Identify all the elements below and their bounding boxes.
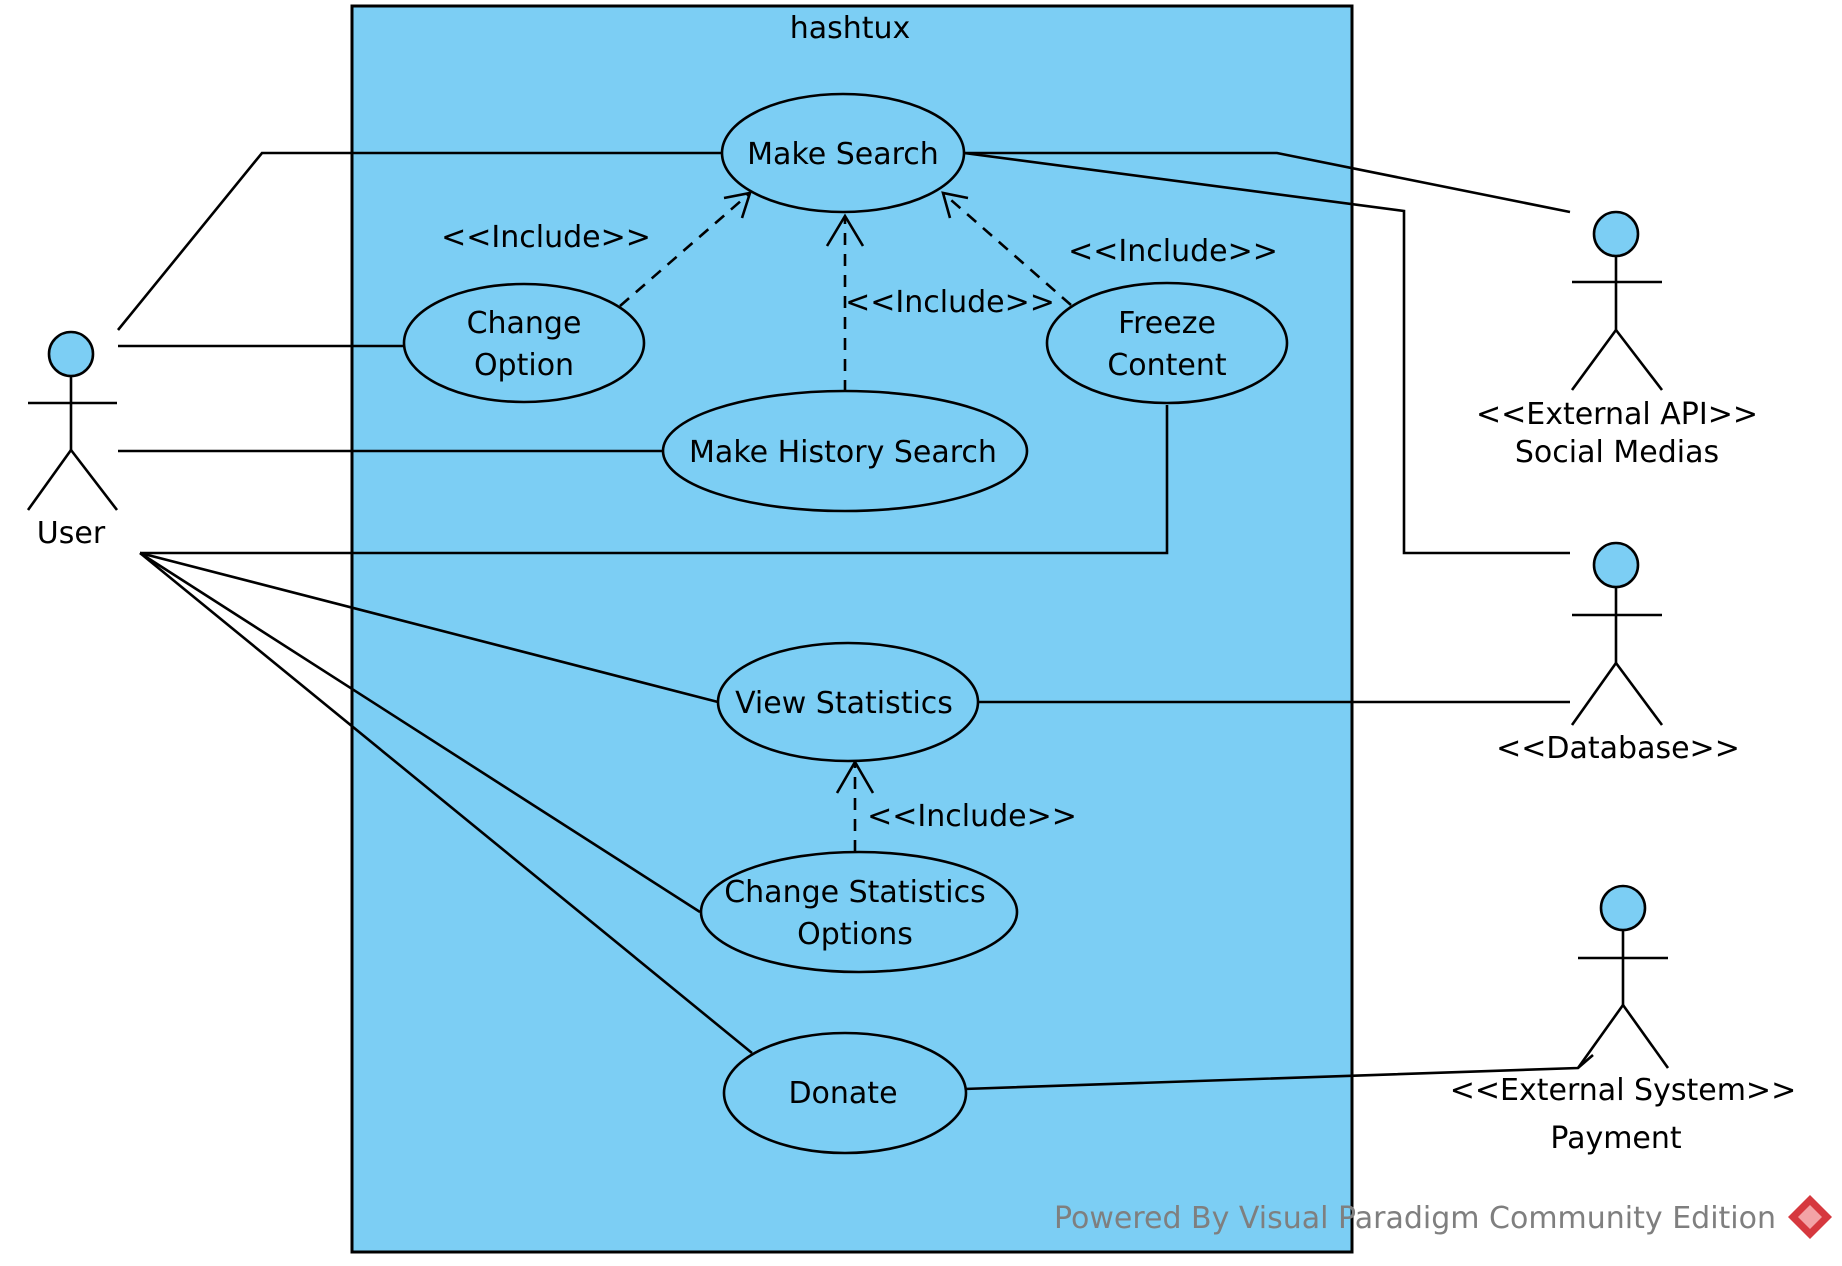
include-dependencies: <<Include>> <<Include>> <<Include>> <<In…	[441, 191, 1278, 852]
actor-payment-label: Payment	[1550, 1121, 1682, 1156]
actor-user[interactable]: User	[26, 330, 119, 551]
actor-user-label: User	[37, 516, 106, 551]
actor-stereotype: <<External API>>	[1476, 397, 1758, 432]
include-label-statistics: <<Include>>	[867, 799, 1077, 834]
actor-head-icon	[1592, 210, 1640, 258]
use-case-make-history-search[interactable]: Make History Search	[661, 389, 1029, 513]
use-case-donate[interactable]: Donate	[722, 1031, 968, 1155]
actor-stereotype: <<Database>>	[1496, 731, 1740, 766]
assoc-user-donate	[139, 551, 753, 1055]
include-label-freeze: <<Include>>	[1068, 234, 1278, 269]
use-case-label-line1: Freeze	[1118, 306, 1216, 341]
include-change-option-line	[619, 192, 751, 307]
system-title: hashtux	[790, 11, 911, 46]
visual-paradigm-logo-icon	[1788, 1195, 1832, 1239]
use-case-freeze-content[interactable]: Freeze Content	[1045, 281, 1289, 405]
use-case-label-line2: Option	[474, 348, 574, 383]
use-case-label-line2: Options	[797, 917, 913, 952]
use-case-make-search[interactable]: Make Search	[720, 92, 966, 214]
include-freeze-line	[942, 192, 1072, 306]
use-case-label-line2: Content	[1107, 348, 1227, 383]
assoc-user-freeze-content	[140, 405, 1169, 555]
user-associations	[116, 151, 1169, 1055]
include-label-history: <<Include>>	[845, 285, 1055, 320]
actor-social-medias[interactable]: <<External API>> Social Medias	[1476, 210, 1758, 470]
use-case-label-line1: Change Statistics	[724, 875, 986, 910]
include-change-option-arrow	[723, 191, 752, 219]
use-case-label: Donate	[788, 1076, 897, 1111]
use-case-label-line1: Change	[467, 306, 582, 341]
actor-head-icon	[1592, 541, 1640, 589]
assoc-search-social	[964, 151, 1571, 214]
actor-stereotype: <<External System>>	[1450, 1073, 1796, 1108]
actor-social-label: Social Medias	[1515, 435, 1719, 470]
actor-database[interactable]: <<Database>>	[1496, 541, 1740, 766]
use-case-view-statistics[interactable]: View Statistics	[716, 641, 980, 763]
assoc-user-view-statistics	[139, 551, 719, 704]
include-history-arrow	[825, 213, 865, 247]
assoc-user-change-statistics	[139, 551, 701, 914]
use-case-change-statistics-options[interactable]: Change Statistics Options	[699, 850, 1019, 974]
use-case-change-option[interactable]: Change Option	[402, 282, 646, 404]
include-freeze-arrow	[941, 191, 969, 219]
use-case-label: Make Search	[747, 137, 939, 172]
include-label-change-option: <<Include>>	[441, 220, 651, 255]
watermark-text: Powered By Visual Paradigm Community Edi…	[1054, 1201, 1776, 1236]
actor-head-icon	[47, 330, 95, 378]
actor-payment[interactable]: <<External System>> Payment	[1450, 884, 1796, 1156]
assoc-user-make-search	[116, 151, 724, 331]
actor-head-icon	[1599, 884, 1647, 932]
assoc-search-database	[963, 151, 1570, 555]
use-case-label: View Statistics	[735, 686, 953, 721]
use-case-label: Make History Search	[689, 435, 997, 470]
